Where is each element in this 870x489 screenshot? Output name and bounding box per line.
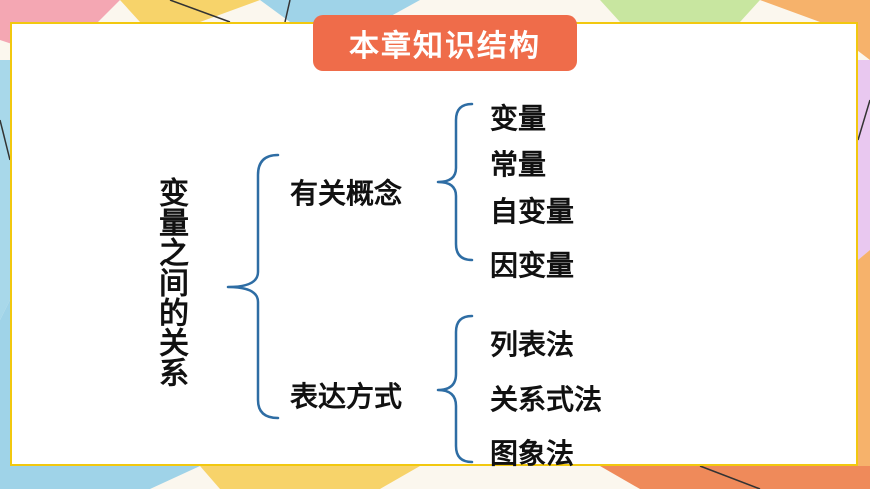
- content-panel: [10, 22, 858, 466]
- leaf-method: 关系式法: [490, 383, 603, 416]
- leaf-concept: 变量: [490, 102, 547, 135]
- leaf-concept: 自变量: [490, 195, 575, 228]
- chapter-title: 本章知识结构: [313, 15, 577, 71]
- branch-label-methods: 表达方式: [290, 380, 403, 413]
- leaf-concept: 因变量: [490, 249, 575, 282]
- branch-label-concepts: 有关概念: [290, 177, 403, 210]
- leaf-method: 图象法: [490, 437, 575, 470]
- leaf-concept: 常量: [490, 148, 547, 181]
- root-topic: 变量之间的关系: [153, 177, 188, 387]
- leaf-method: 列表法: [490, 328, 575, 361]
